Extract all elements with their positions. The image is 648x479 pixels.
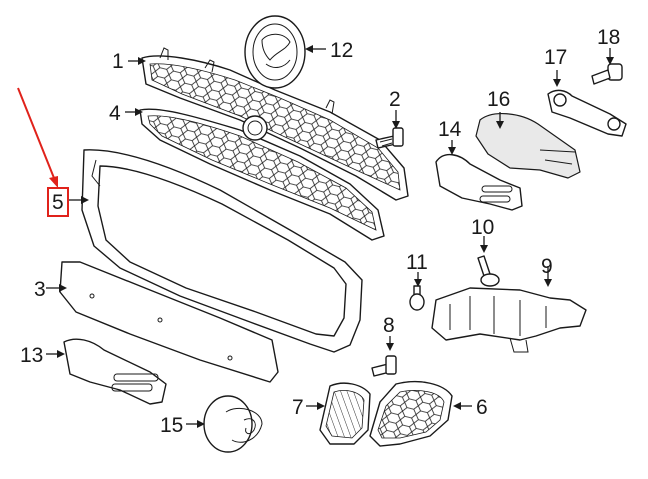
- part-screw-8: [371, 355, 397, 377]
- part-badge-bracket-15: [203, 395, 263, 453]
- part-vent-6: [369, 380, 453, 447]
- callout-8: 8: [383, 314, 395, 337]
- callout-12: 12: [330, 39, 353, 62]
- callout-6: 6: [476, 396, 488, 419]
- callout-13: 13: [20, 344, 43, 367]
- callout-11: 11: [406, 251, 428, 274]
- part-upper-grille: [141, 47, 409, 201]
- part-vent-7: [319, 382, 371, 445]
- callout-4: 4: [109, 102, 121, 125]
- part-lower-bar: [59, 261, 279, 383]
- part-badge: [244, 15, 306, 89]
- part-lower-grille: [139, 108, 385, 241]
- part-bolt-2: [375, 127, 404, 149]
- part-screw-11: [409, 285, 425, 311]
- part-cover-16: [475, 113, 581, 179]
- part-mount-bracket-9: [431, 287, 587, 353]
- callout-14: 14: [438, 118, 462, 141]
- callout-labels: 1 2 3 4 5 6 7 8 9 10 11 12 13 14 15 16 1…: [20, 26, 620, 437]
- callout-18: 18: [597, 26, 620, 49]
- part-bolt-10: [477, 255, 500, 287]
- callout-5: 5: [52, 191, 64, 214]
- part-side-trim-13: [63, 338, 167, 405]
- part-screw-18: [591, 63, 623, 85]
- callout-2: 2: [389, 88, 401, 111]
- callout-10: 10: [471, 216, 494, 239]
- callout-3: 3: [34, 278, 46, 301]
- part-grille-surround: [81, 149, 363, 353]
- callout-16: 16: [487, 88, 510, 111]
- highlight-callout-5: [17, 87, 69, 217]
- part-bracket-14: [435, 154, 523, 211]
- part-link-17: [547, 89, 627, 137]
- leader-lines: [46, 45, 614, 428]
- callout-15: 15: [160, 414, 183, 437]
- callout-1: 1: [112, 50, 124, 73]
- callout-7: 7: [292, 396, 304, 419]
- callout-17: 17: [544, 46, 567, 69]
- callout-9: 9: [541, 255, 553, 278]
